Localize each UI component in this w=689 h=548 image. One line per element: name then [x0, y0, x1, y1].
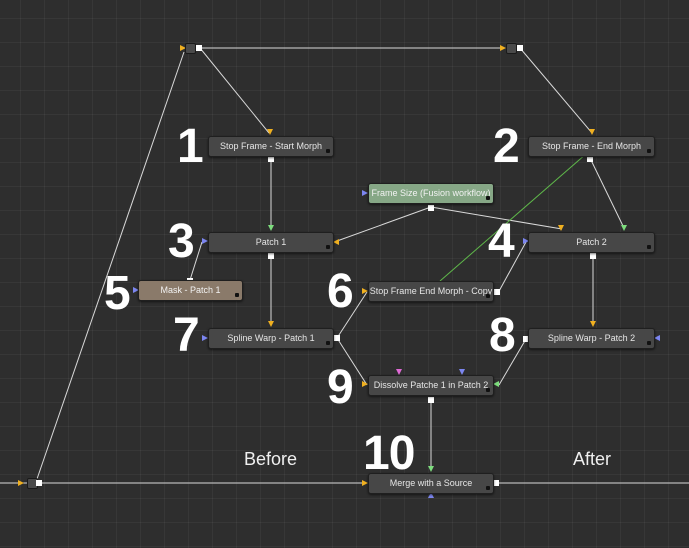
input-arrow-end-morph-copy — [362, 288, 368, 294]
connection-spline-warp2-to-dissolve — [498, 338, 527, 386]
node-stop-frame-end-morph-copy[interactable]: Stop Frame End Morph - Copy — [368, 281, 494, 302]
step-number-3: 3 — [168, 215, 195, 268]
input-arrow-pipe-b — [180, 45, 186, 51]
input-arrow-patch1-mask — [202, 238, 208, 244]
output-port-start-morph[interactable] — [268, 156, 274, 162]
input-arrow-dissolve-bg — [362, 381, 368, 387]
output-port-dissolve[interactable] — [428, 397, 434, 403]
step-number-5: 5 — [104, 267, 131, 320]
input-arrow-dissolve-top-left — [396, 369, 402, 375]
input-arrow-patch1-bg — [268, 225, 274, 231]
connection-spline-warp1-to-end-morph-copy — [336, 291, 368, 339]
input-arrow-spline-warp1-in — [268, 321, 274, 327]
input-arrow-merge-bg — [362, 480, 368, 486]
step-number-8: 8 — [489, 309, 516, 362]
input-arrow-dissolve-top-right — [459, 369, 465, 375]
pipe-router-before[interactable] — [185, 43, 196, 54]
step-number-9: 9 — [327, 361, 354, 414]
input-arrow-merge-fg — [428, 466, 434, 472]
output-port-spline-warp2[interactable] — [523, 336, 529, 342]
node-stop-frame-end-morph[interactable]: Stop Frame - End Morph — [528, 136, 655, 157]
step-number-7: 7 — [173, 309, 200, 362]
connection-mask-to-patch1 — [189, 241, 203, 281]
output-port-source-pipe[interactable] — [36, 480, 42, 486]
node-dissolve[interactable]: Dissolve Patche 1 in Patch 2 — [368, 375, 494, 396]
input-arrow-patch2-bg — [621, 225, 627, 231]
input-arrow-spline-warp2-in — [590, 321, 596, 327]
input-arrow-frame-size — [362, 190, 368, 196]
node-mask-patch1[interactable]: Mask - Patch 1 — [138, 280, 243, 301]
connection-frame-size-to-patch1 — [336, 206, 432, 242]
output-port-spline-warp1[interactable] — [334, 335, 340, 341]
pipe-router-after[interactable] — [506, 43, 517, 54]
input-arrow-patch2-fg — [558, 225, 564, 231]
connection-end-morph-copy-to-patch2 — [497, 241, 527, 294]
output-port-patch2[interactable] — [590, 253, 596, 259]
connection-end-morph-to-patch2 — [589, 157, 625, 229]
input-arrow-dissolve-fg — [493, 381, 499, 387]
connection-pipe-b-to-start-morph — [199, 47, 270, 134]
input-arrow-source — [18, 480, 24, 486]
output-port-end-morph-copy[interactable] — [494, 289, 500, 295]
output-port-after-pipe[interactable] — [517, 45, 523, 51]
input-arrow-merge-mask — [428, 492, 434, 498]
label-before: Before — [244, 449, 298, 469]
input-arrow-mask — [133, 287, 139, 293]
connection-frame-size-to-patch2 — [430, 206, 563, 230]
output-port-frame-size[interactable] — [428, 205, 434, 211]
connection-spline-warp1-to-dissolve — [336, 337, 368, 386]
input-arrow-end-morph — [589, 129, 595, 135]
step-number-4: 4 — [488, 215, 515, 268]
output-port-before-pipe[interactable] — [196, 45, 202, 51]
step-number-10: 10 — [363, 427, 415, 480]
node-spline-warp-patch1[interactable]: Spline Warp - Patch 1 — [208, 328, 334, 349]
input-arrow-spline-warp1 — [202, 335, 208, 341]
input-arrow-pipe-c — [500, 45, 506, 51]
node-frame-size[interactable]: Frame Size (Fusion workflow) — [368, 183, 494, 204]
node-spline-warp-patch2[interactable]: Spline Warp - Patch 2 — [528, 328, 655, 349]
label-after: After — [573, 449, 612, 469]
connection-pipe-a-to-pipe-b — [36, 51, 185, 480]
connection-end-morph-mask-link — [439, 153, 587, 282]
step-number-6: 6 — [327, 265, 354, 318]
node-patch1[interactable]: Patch 1 — [208, 232, 334, 253]
input-arrow-spline-warp2 — [654, 335, 660, 341]
step-number-1: 1 — [177, 120, 204, 173]
output-port-patch1[interactable] — [268, 253, 274, 259]
input-arrow-patch1-fg — [333, 239, 339, 245]
node-patch2[interactable]: Patch 2 — [528, 232, 655, 253]
step-number-2: 2 — [493, 120, 520, 173]
input-arrow-start-morph — [267, 129, 273, 135]
node-merge-with-source[interactable]: Merge with a Source — [368, 473, 494, 494]
output-port-end-morph[interactable] — [587, 156, 593, 162]
output-port-merge[interactable] — [493, 480, 499, 486]
input-arrow-patch2-mask — [523, 238, 529, 244]
connection-pipe-c-to-end-morph — [519, 47, 593, 134]
node-stop-frame-start-morph[interactable]: Stop Frame - Start Morph — [208, 136, 334, 157]
